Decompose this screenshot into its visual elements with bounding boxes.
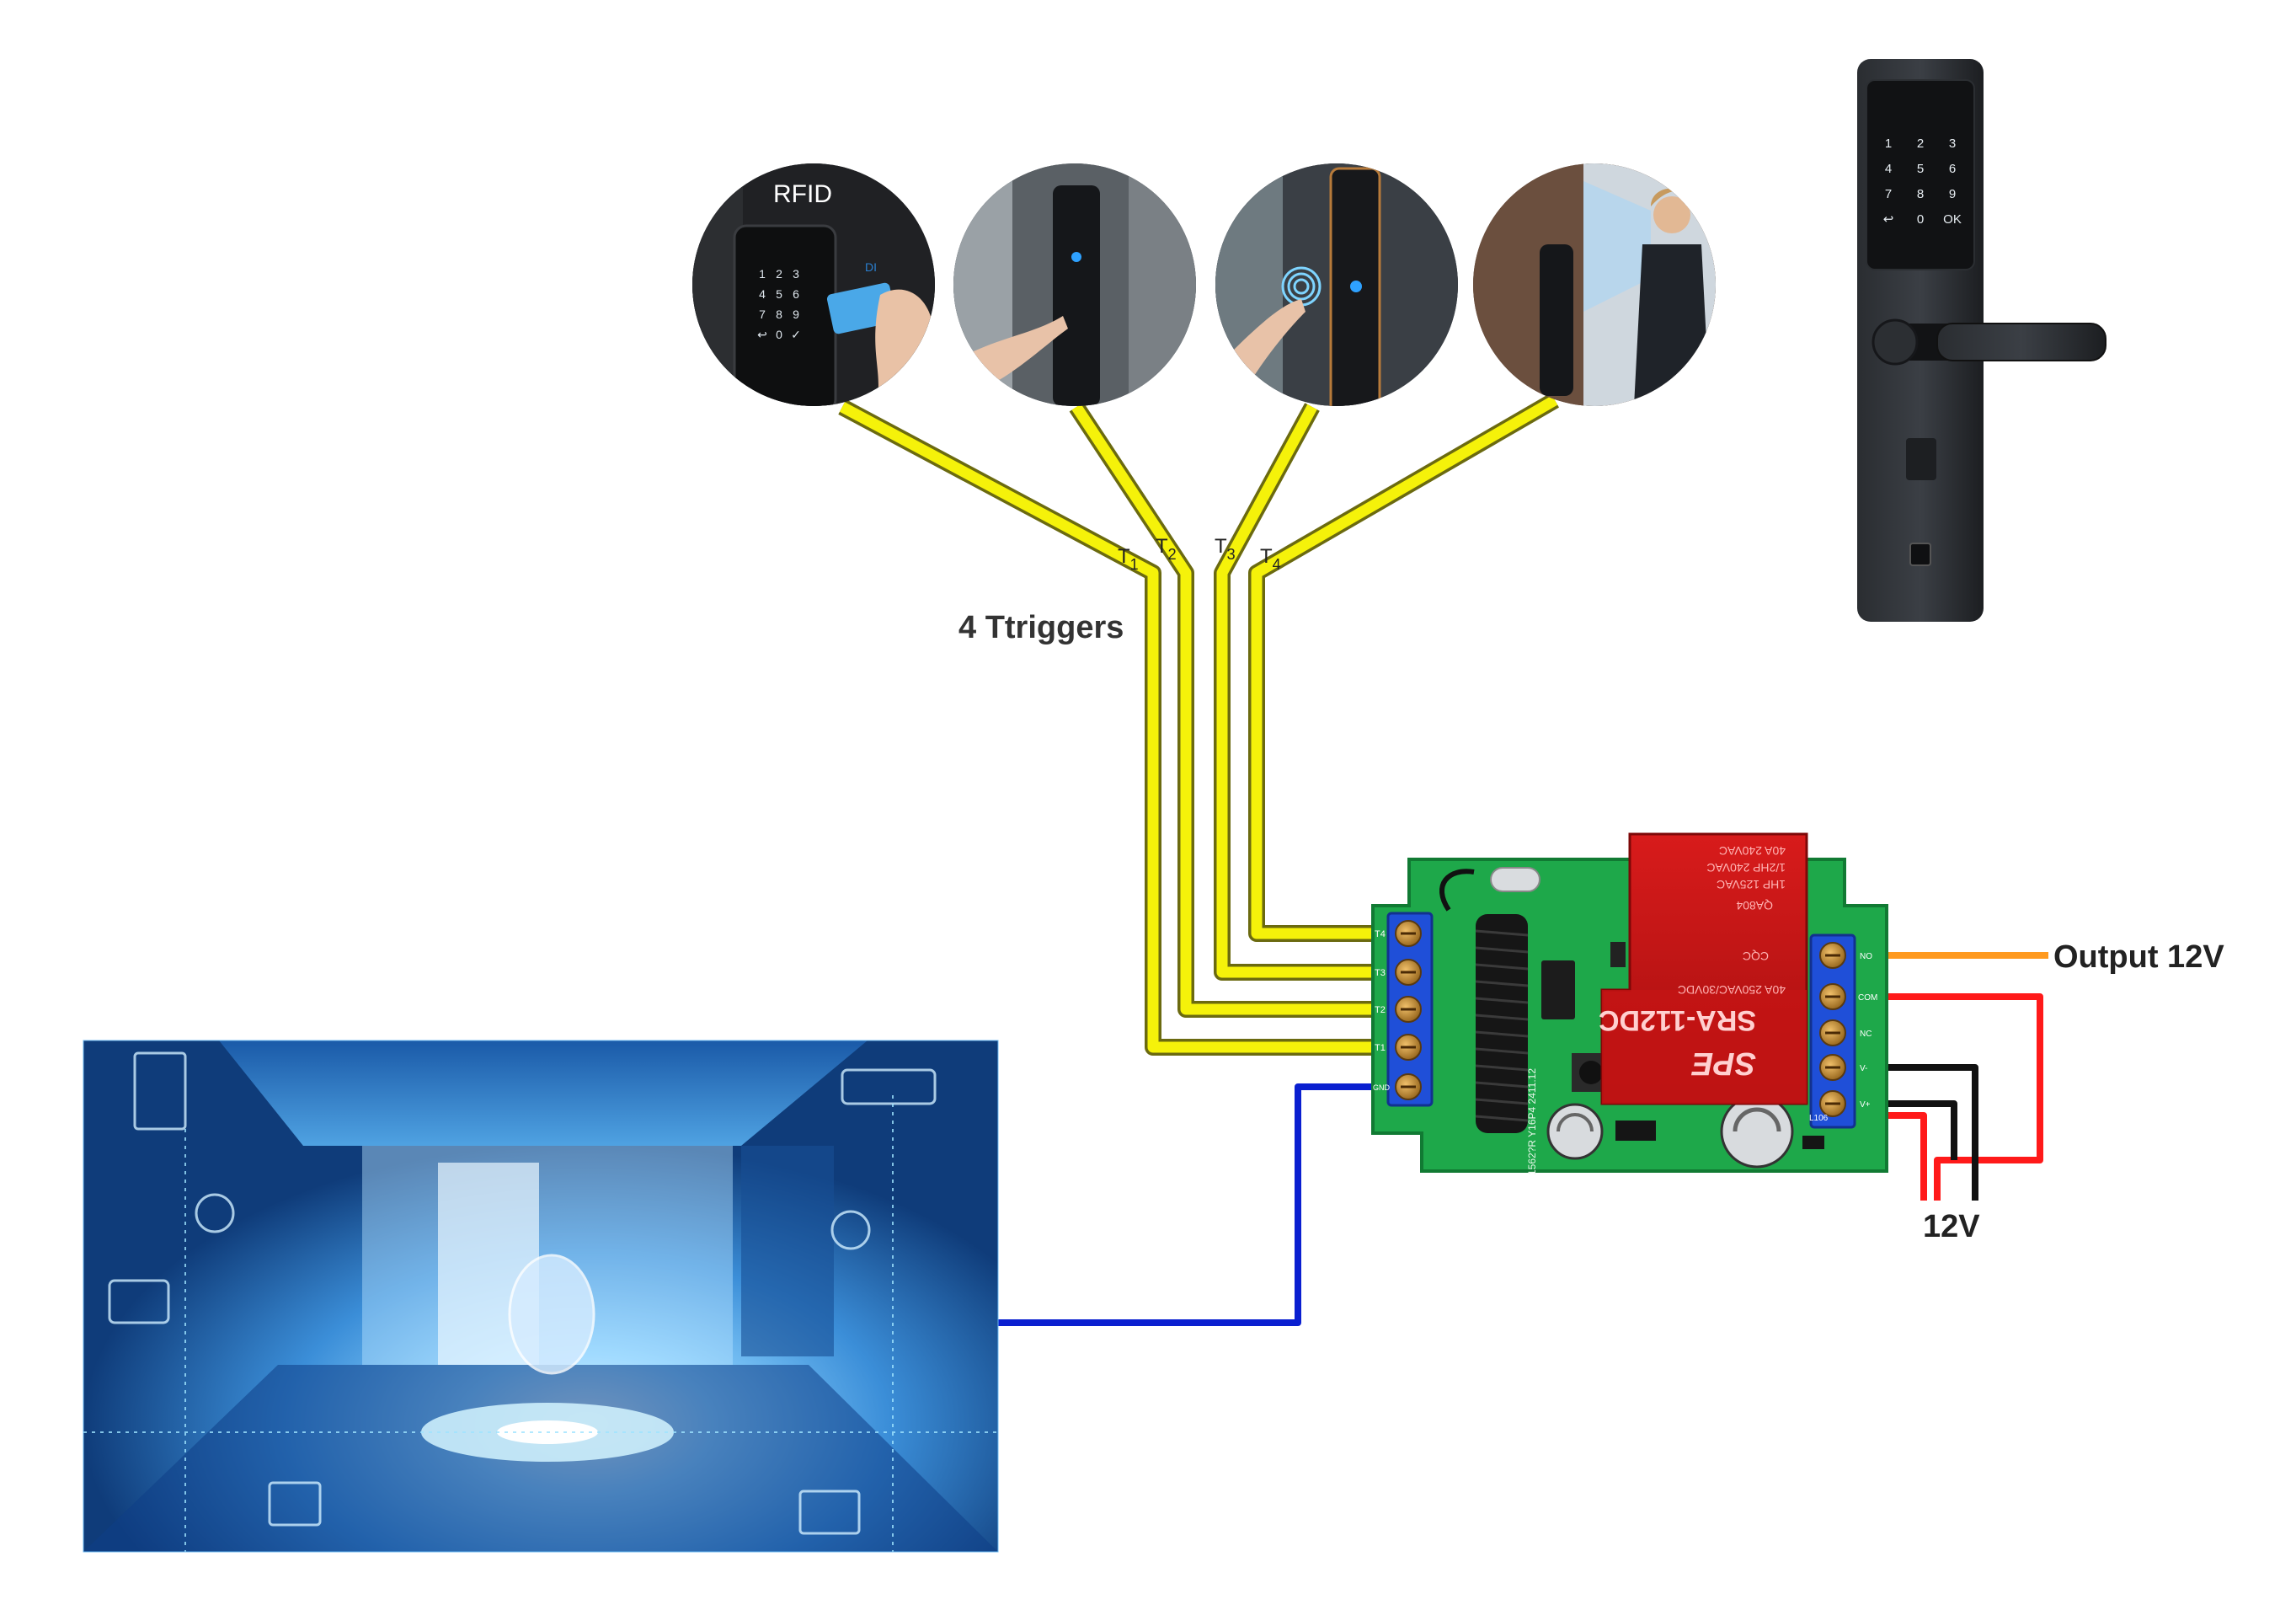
svg-text:1HP 125VAC: 1HP 125VAC: [1717, 878, 1786, 891]
trigger-labels: T1 T2 T3 T4: [1118, 535, 1281, 573]
keypad-key: 2: [1917, 136, 1924, 151]
keypad-key: 6: [1949, 162, 1956, 176]
keypad-key: 1: [759, 267, 766, 281]
antenna-coil: [1439, 869, 1529, 1133]
svg-text:L106: L106: [1809, 1114, 1829, 1123]
touch-circle: [953, 163, 1196, 406]
svg-text:NO: NO: [1860, 952, 1872, 961]
svg-text:T1: T1: [1375, 1043, 1386, 1053]
power-label: 12V: [1923, 1209, 1980, 1244]
triggers-label: 4 Ttriggers: [958, 610, 1124, 645]
keypad-key: 2: [776, 267, 782, 281]
svg-text:NC: NC: [1860, 1030, 1872, 1039]
capacitor: [1546, 1103, 1604, 1160]
label-t4: T4: [1260, 545, 1281, 573]
face-recognition-circle: [1473, 163, 1716, 406]
rfid-label: RFID: [773, 180, 832, 208]
svg-text:T2: T2: [1375, 1005, 1386, 1015]
card-label: DI: [865, 260, 877, 274]
wire-t4: [1248, 393, 1560, 942]
keypad-key: 5: [1917, 162, 1924, 176]
svg-text:QA804: QA804: [1736, 899, 1773, 912]
keypad-key: 1: [1885, 136, 1892, 151]
keypad-key: 9: [793, 308, 799, 321]
hand-shape: [875, 289, 935, 406]
svg-text:SPE: SPE: [1690, 1046, 1756, 1081]
keypad-key: 0: [776, 328, 782, 341]
input-terminal-block: T4 T3 T2 T1 GND: [1373, 912, 1434, 1107]
fingerprint-circle: [1215, 163, 1458, 406]
keypad-key: 6: [793, 287, 799, 301]
wire-gnd-signal: [998, 1083, 1384, 1326]
svg-text:1/2HP 240VAC: 1/2HP 240VAC: [1706, 861, 1786, 875]
svg-text:V+: V+: [1860, 1100, 1871, 1110]
svg-text:SRA-112DC: SRA-112DC: [1599, 1004, 1756, 1036]
svg-text:40A 250VAC/30VDC: 40A 250VAC/30VDC: [1678, 983, 1786, 997]
keypad-key: 3: [1949, 136, 1956, 151]
wire-com-red: [1845, 993, 2043, 1201]
label-t2: T2: [1156, 535, 1177, 563]
lock-keypad: 1 2 3 4 5 6 7 8 9 ↩ 0 OK: [1883, 136, 1962, 227]
capacitor: [1720, 1094, 1794, 1169]
relay: QA804 1HP 125VAC 1/2HP 240VAC 40A 240VAC…: [1599, 832, 1808, 1105]
smart-lock-icon: 1 2 3 4 5 6 7 8 9 ↩ 0 OK: [1857, 59, 2106, 622]
keypad-key: 9: [1949, 187, 1956, 201]
keypad-key: 7: [759, 308, 766, 321]
wire-t1: [838, 399, 1384, 1056]
smart-home-icon: [83, 1040, 999, 1553]
keypad-key: 8: [776, 308, 782, 321]
keypad-key: 4: [1885, 162, 1892, 176]
keypad-key: 8: [1917, 187, 1924, 201]
ic-chip: [1541, 960, 1575, 1019]
svg-text:GND: GND: [1373, 1083, 1391, 1092]
svg-text:T4: T4: [1375, 929, 1386, 939]
svg-text:40A 240VAC: 40A 240VAC: [1719, 844, 1786, 858]
keypad-key: 5: [776, 287, 782, 301]
output-label: Output 12V: [2053, 939, 2224, 975]
svg-text:CQC: CQC: [1743, 949, 1769, 963]
keypad-key: 0: [1917, 212, 1924, 227]
svg-text:COM: COM: [1858, 993, 1877, 1003]
svg-text:T3: T3: [1375, 968, 1386, 978]
keypad-key: 4: [759, 287, 766, 301]
keypad-key: 3: [793, 267, 799, 281]
label-t1: T1: [1118, 545, 1139, 573]
label-t3: T3: [1215, 535, 1236, 563]
trigger-wires: [838, 393, 1560, 1056]
wire-t3: [1214, 403, 1384, 981]
output-terminal-block: NO COM NC V- V+: [1809, 933, 1877, 1129]
keypad-key: ↩: [757, 328, 767, 341]
svg-text:1562?R Y16P4 2411.12: 1562?R Y16P4 2411.12: [1526, 1068, 1538, 1175]
crystal: [1490, 867, 1540, 892]
keypad-key: 7: [1885, 187, 1892, 201]
keypad-key: ✓: [791, 328, 801, 341]
svg-text:V-: V-: [1860, 1064, 1867, 1073]
keypad-key: ↩: [1883, 212, 1894, 227]
relay-controller-board: T4 T3 T2 T1 GND NO COM NC: [1371, 832, 1888, 1175]
keypad-key: OK: [1943, 212, 1962, 227]
